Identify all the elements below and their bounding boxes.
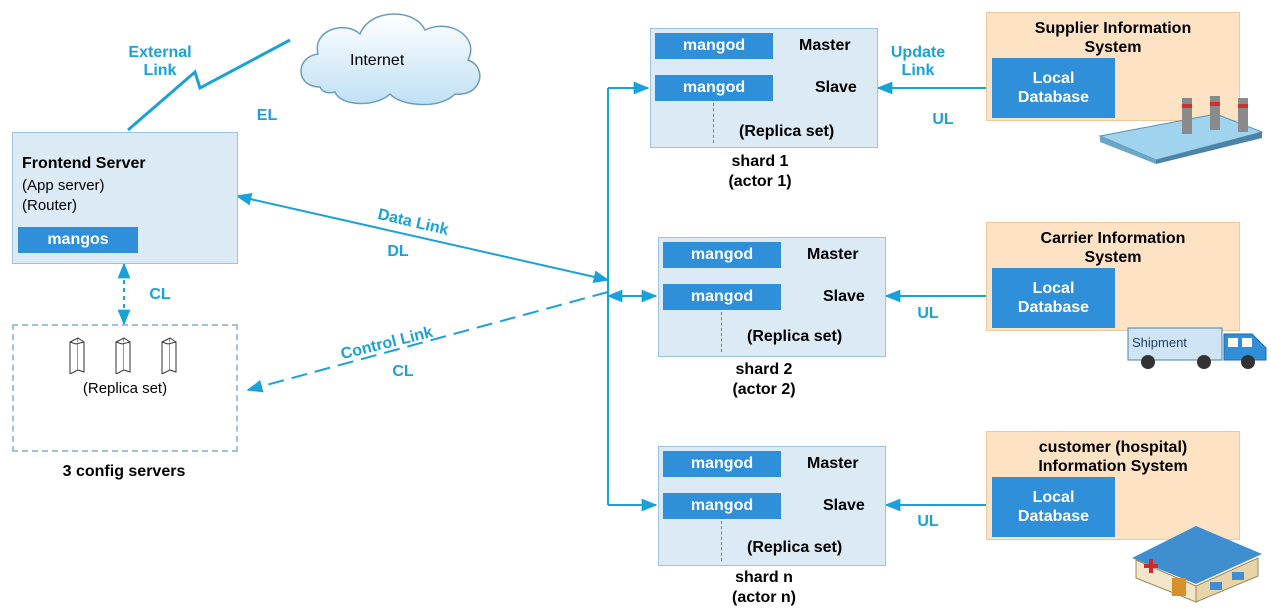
shard-1-dashed-line (713, 103, 714, 143)
shard-n-slave-label: Slave (823, 497, 865, 514)
external-link-bolt (127, 38, 291, 132)
carrier-system-box: Carrier Information System Local Databas… (986, 222, 1240, 331)
factory-icon (1098, 96, 1264, 164)
shard-n-replica-label: (Replica set) (747, 539, 843, 556)
internet-label: Internet (350, 52, 405, 69)
server-icons (69, 337, 177, 374)
internet-cloud-icon (300, 13, 481, 106)
shard-n-master-label: Master (807, 455, 859, 472)
data-link-line (235, 192, 610, 284)
shard-2-dashed-line (721, 312, 722, 352)
update-link-label: Update Link (890, 44, 946, 79)
external-link-label: External Link (128, 44, 192, 79)
customer-local-database: Local Database (992, 477, 1115, 537)
shard-1-box: mangod Master mangod Slave (Replica set) (650, 28, 878, 148)
truck-label: Shipment (1132, 335, 1187, 350)
shard-n-mangod-slave: mangod (663, 493, 781, 519)
hospital-icon (1132, 526, 1262, 603)
shard-1-master-label: Master (799, 37, 851, 54)
el-label: EL (256, 107, 278, 124)
supplier-system-title: Supplier Information System (1034, 20, 1192, 56)
frontend-title: Frontend Server (22, 155, 146, 172)
truck-icon (1127, 327, 1267, 369)
config-servers-box: (Replica set) (12, 324, 238, 452)
shard-2-mangod-master: mangod (663, 242, 781, 268)
shard-n-caption: shard n (actor n) (732, 569, 796, 606)
frontend-router: (Router) (22, 197, 78, 214)
shard-n-box: mangod Master mangod Slave (Replica set) (658, 446, 886, 566)
shard-2-master-label: Master (807, 246, 859, 263)
shard-1-mangod-master: mangod (655, 33, 773, 59)
ul-label-2: UL (917, 305, 939, 322)
cl-vertical-label: CL (149, 286, 171, 303)
supplier-local-database: Local Database (992, 58, 1115, 118)
carrier-system-title: Carrier Information System (1040, 230, 1186, 266)
server-icon (69, 337, 177, 374)
shard-1-replica-label: (Replica set) (739, 123, 835, 140)
cl-diagonal-label: CL (392, 363, 414, 380)
customer-system-title: customer (hospital) Information System (1038, 439, 1188, 475)
customer-system-box: customer (hospital) Information System L… (986, 431, 1240, 540)
frontend-app-server: (App server) (22, 177, 105, 194)
shard-2-slave-label: Slave (823, 288, 865, 305)
shard-n-mangod-master: mangod (663, 451, 781, 477)
ul-label-1: UL (932, 111, 954, 128)
shard-1-mangod-slave: mangod (655, 75, 773, 101)
shard-2-replica-label: (Replica set) (747, 328, 843, 345)
shard-1-caption: shard 1 (actor 1) (728, 153, 792, 190)
supplier-system-box: Supplier Information System Local Databa… (986, 12, 1240, 121)
config-replica-label: (Replica set) (82, 380, 168, 397)
shard-2-caption: shard 2 (actor 2) (732, 361, 796, 398)
shard-1-slave-label: Slave (815, 79, 857, 96)
dl-label: DL (387, 243, 409, 260)
control-link-line (246, 291, 609, 393)
shard-n-dashed-line (721, 521, 722, 561)
shard-2-box: mangod Master mangod Slave (Replica set) (658, 237, 886, 357)
mangos-box: mangos (18, 227, 138, 253)
config-caption: 3 config servers (62, 463, 186, 480)
carrier-local-database: Local Database (992, 268, 1115, 328)
frontend-server-box: Frontend Server (App server) (Router) ma… (12, 132, 238, 264)
ul-label-n: UL (917, 513, 939, 530)
shard-2-mangod-slave: mangod (663, 284, 781, 310)
